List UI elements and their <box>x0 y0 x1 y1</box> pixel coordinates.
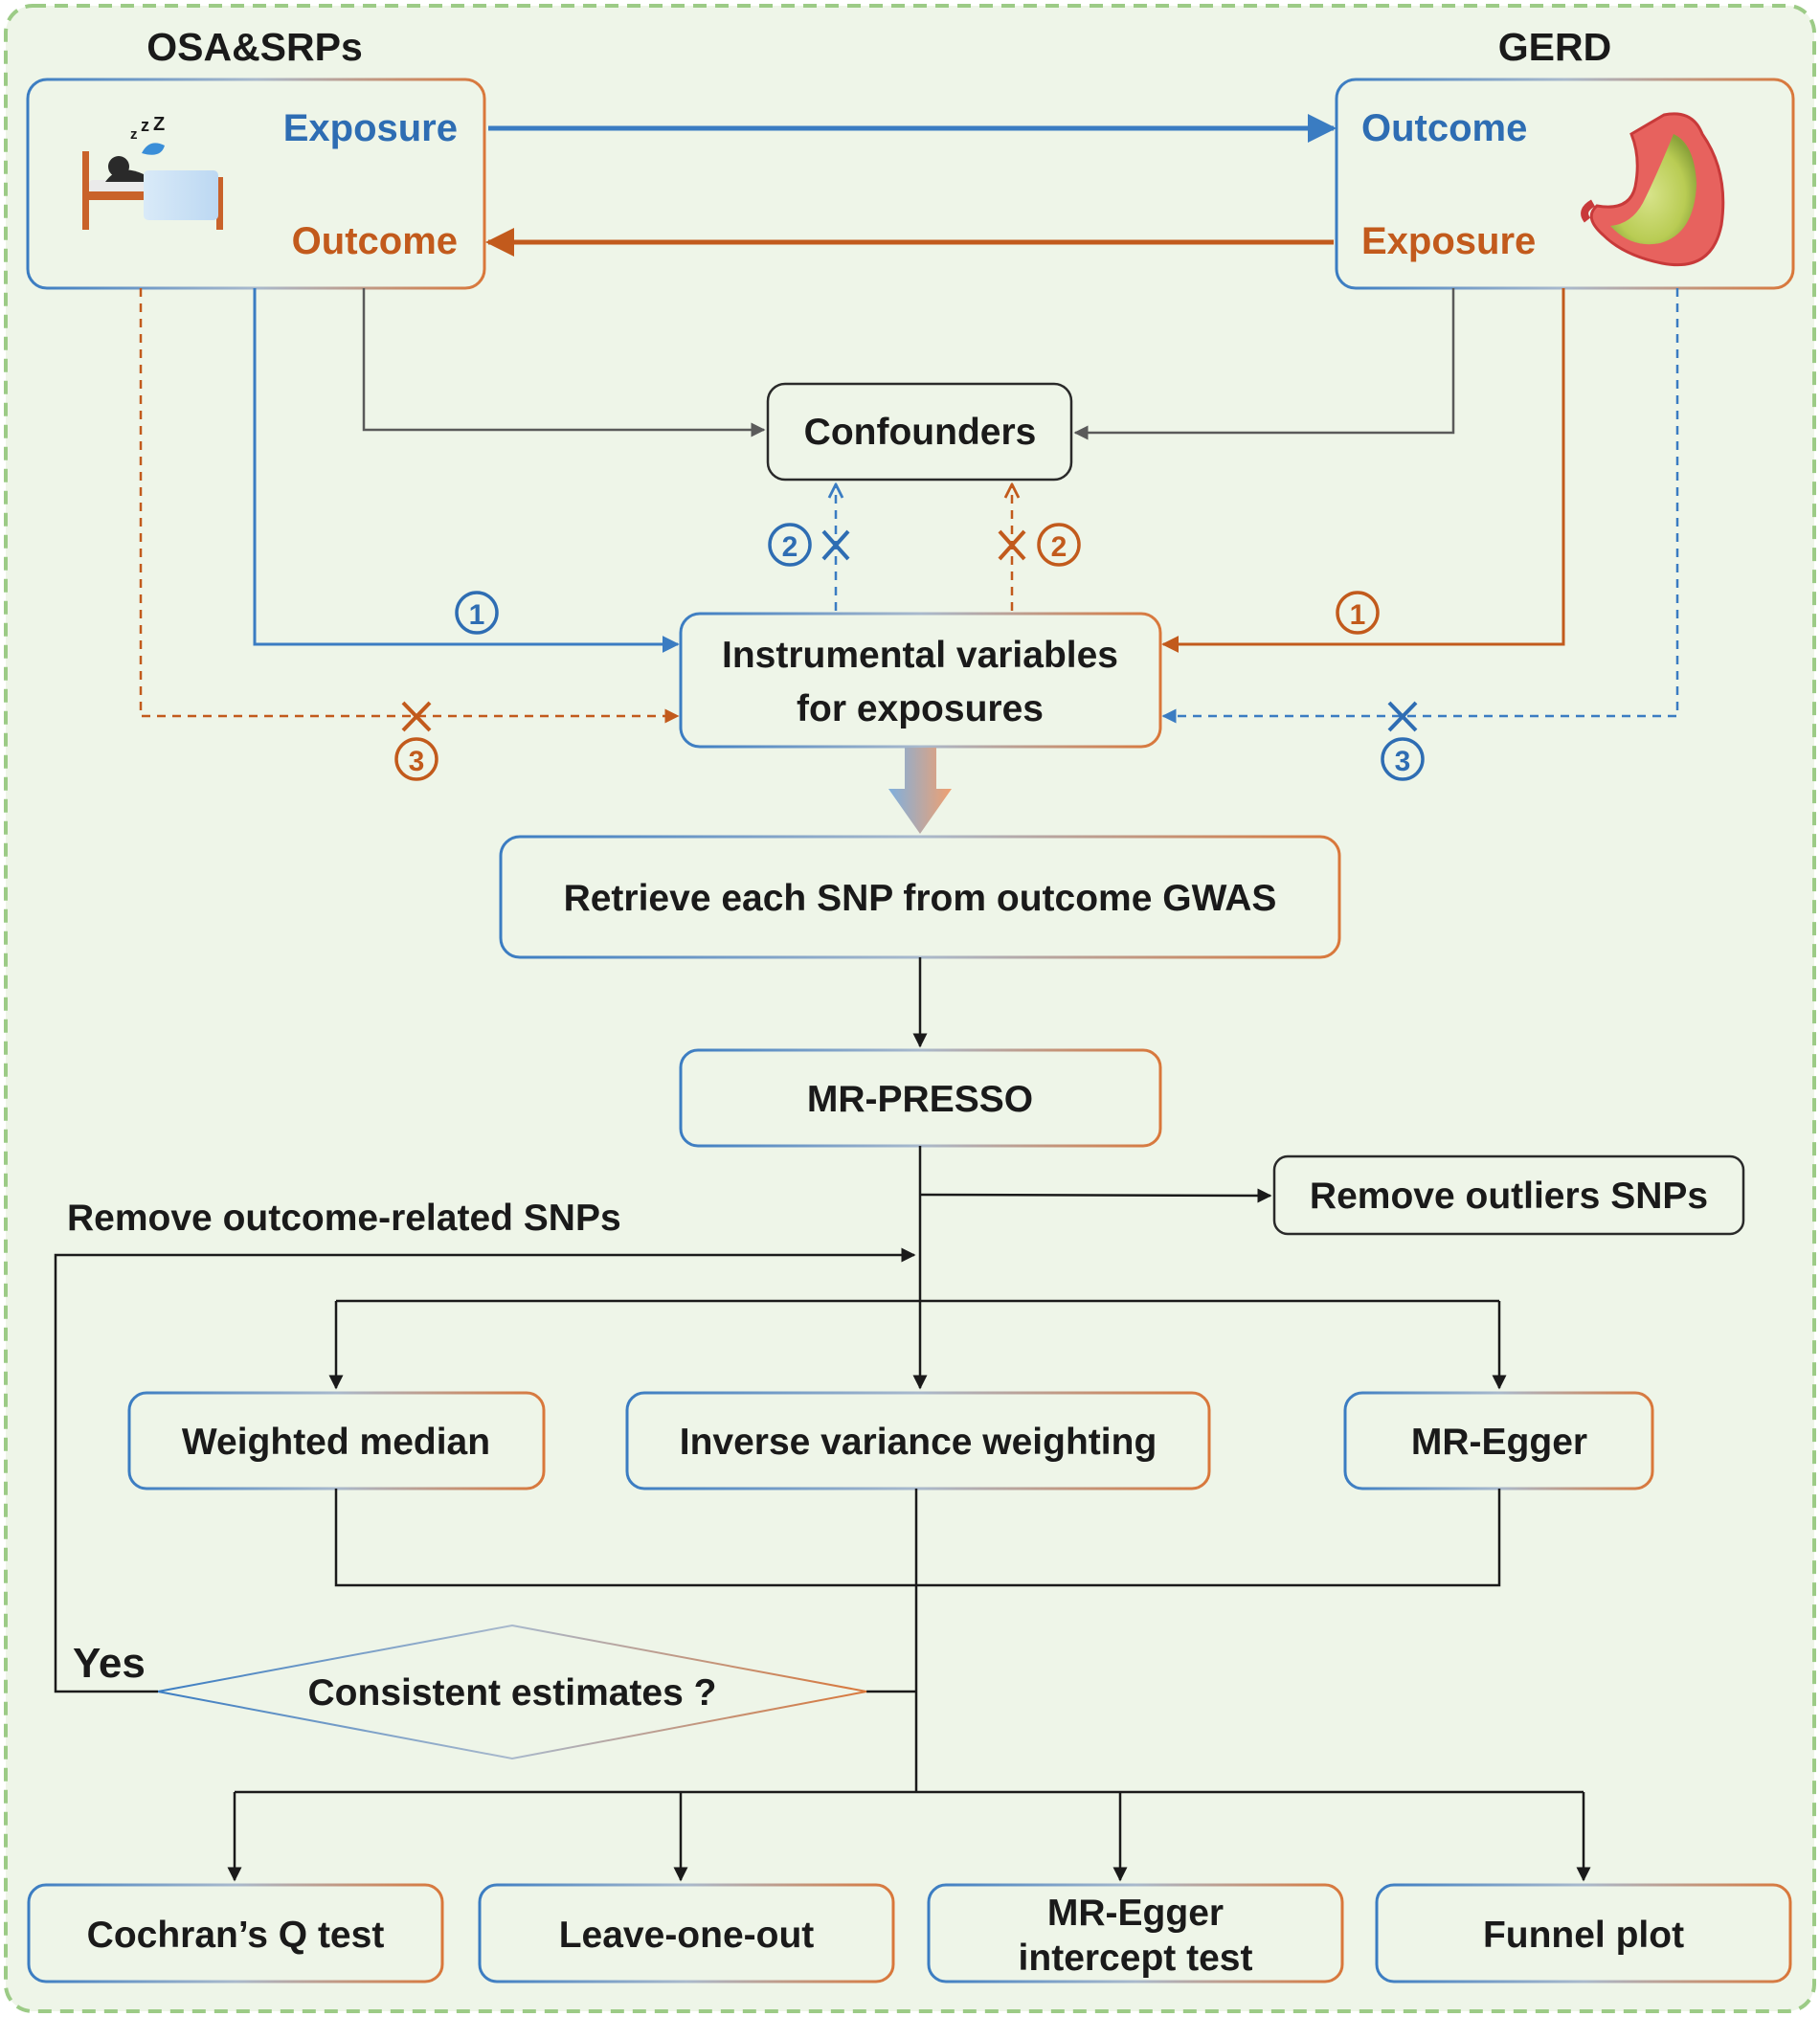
assumption-3-orange-dashed-line <box>139 288 680 724</box>
presso-to-outliers-arrow <box>919 1188 1272 1203</box>
instrumental-variables-box <box>679 612 1162 749</box>
confounders-box <box>766 382 1073 482</box>
ivw-label: Inverse variance weighting <box>680 1422 1157 1463</box>
heading-osa-srps: OSA&SRPs <box>146 25 363 69</box>
svg-text:2: 2 <box>1051 531 1067 563</box>
assumption-3-blue-marker: 3 <box>1381 737 1425 781</box>
instrumental-variables-line2: for exposures <box>797 688 1044 729</box>
methods-merge-line <box>334 1489 1501 1587</box>
assumption-3-blue-cross-icon <box>1387 701 1418 732</box>
svg-text:Z: Z <box>153 114 165 135</box>
yes-loop-line <box>54 1247 916 1693</box>
right-to-confounders-line <box>1073 288 1455 440</box>
assumption-1-orange-marker: 1 <box>1336 591 1380 635</box>
big-down-arrow <box>888 748 952 834</box>
assumption-1-blue-line <box>253 288 680 653</box>
svg-text:3: 3 <box>409 746 425 777</box>
right-exposure-label: Exposure <box>1361 220 1536 262</box>
assumption-1-orange-line <box>1161 288 1565 653</box>
svg-text:2: 2 <box>782 531 798 563</box>
funnel-plot-box <box>1375 1883 1792 1983</box>
assumption-2-blue-cross-icon <box>821 529 850 561</box>
mr-egger-label: MR-Egger <box>1411 1422 1587 1463</box>
remove-outliers-box <box>1272 1154 1745 1236</box>
left-exposure-label: Exposure <box>283 107 458 149</box>
weighted-median-label: Weighted median <box>182 1422 490 1463</box>
instrumental-variables-line1: Instrumental variables <box>722 635 1118 676</box>
yes-label: Yes <box>73 1640 146 1687</box>
remove-outcome-related-label: Remove outcome-related SNPs <box>67 1198 621 1239</box>
diagram-background <box>4 4 1816 2013</box>
assumption-3-orange-marker: 3 <box>394 737 438 781</box>
intercept-test-line2: intercept test <box>1019 1938 1253 1979</box>
svg-text:z: z <box>130 126 138 143</box>
right-outcome-label: Outcome <box>1361 107 1527 149</box>
assumption-3-orange-cross-icon <box>401 701 432 732</box>
sleeping-person-in-bed-icon: z z Z <box>82 114 223 230</box>
leave-one-out-label: Leave-one-out <box>559 1915 815 1956</box>
remove-outliers-label: Remove outliers SNPs <box>1310 1176 1708 1217</box>
svg-text:3: 3 <box>1395 746 1411 777</box>
intercept-test-box <box>927 1883 1344 1983</box>
assumption-2-orange-marker: 2 <box>1037 523 1081 567</box>
cochran-box <box>27 1883 444 1983</box>
cochran-label: Cochran’s Q test <box>87 1915 385 1956</box>
ivw-box <box>625 1391 1211 1490</box>
svg-text:z: z <box>141 116 149 135</box>
assumption-2-blue-marker: 2 <box>768 523 812 567</box>
consistent-estimates-decision <box>157 1624 867 1760</box>
intercept-test-line1: MR-Egger <box>1047 1893 1224 1934</box>
leave-one-out-box <box>478 1883 895 1983</box>
retrieve-snp-label: Retrieve each SNP from outcome GWAS <box>564 878 1277 919</box>
assumption-2-orange-cross-icon <box>998 529 1026 561</box>
left-outcome-label: Outcome <box>292 220 458 262</box>
assumption-3-blue-dashed-line <box>1161 288 1679 724</box>
consistent-estimates-label: Consistent estimates ? <box>308 1672 717 1714</box>
heading-gerd: GERD <box>1498 25 1611 69</box>
confounders-label: Confounders <box>804 412 1037 453</box>
svg-text:1: 1 <box>469 599 485 631</box>
mr-presso-label: MR-PRESSO <box>807 1079 1033 1120</box>
stomach-icon <box>1581 112 1725 267</box>
funnel-plot-label: Funnel plot <box>1483 1915 1684 1956</box>
svg-text:1: 1 <box>1350 599 1366 631</box>
left-to-confounders-line <box>362 288 766 437</box>
assumption-1-blue-marker: 1 <box>455 591 499 635</box>
